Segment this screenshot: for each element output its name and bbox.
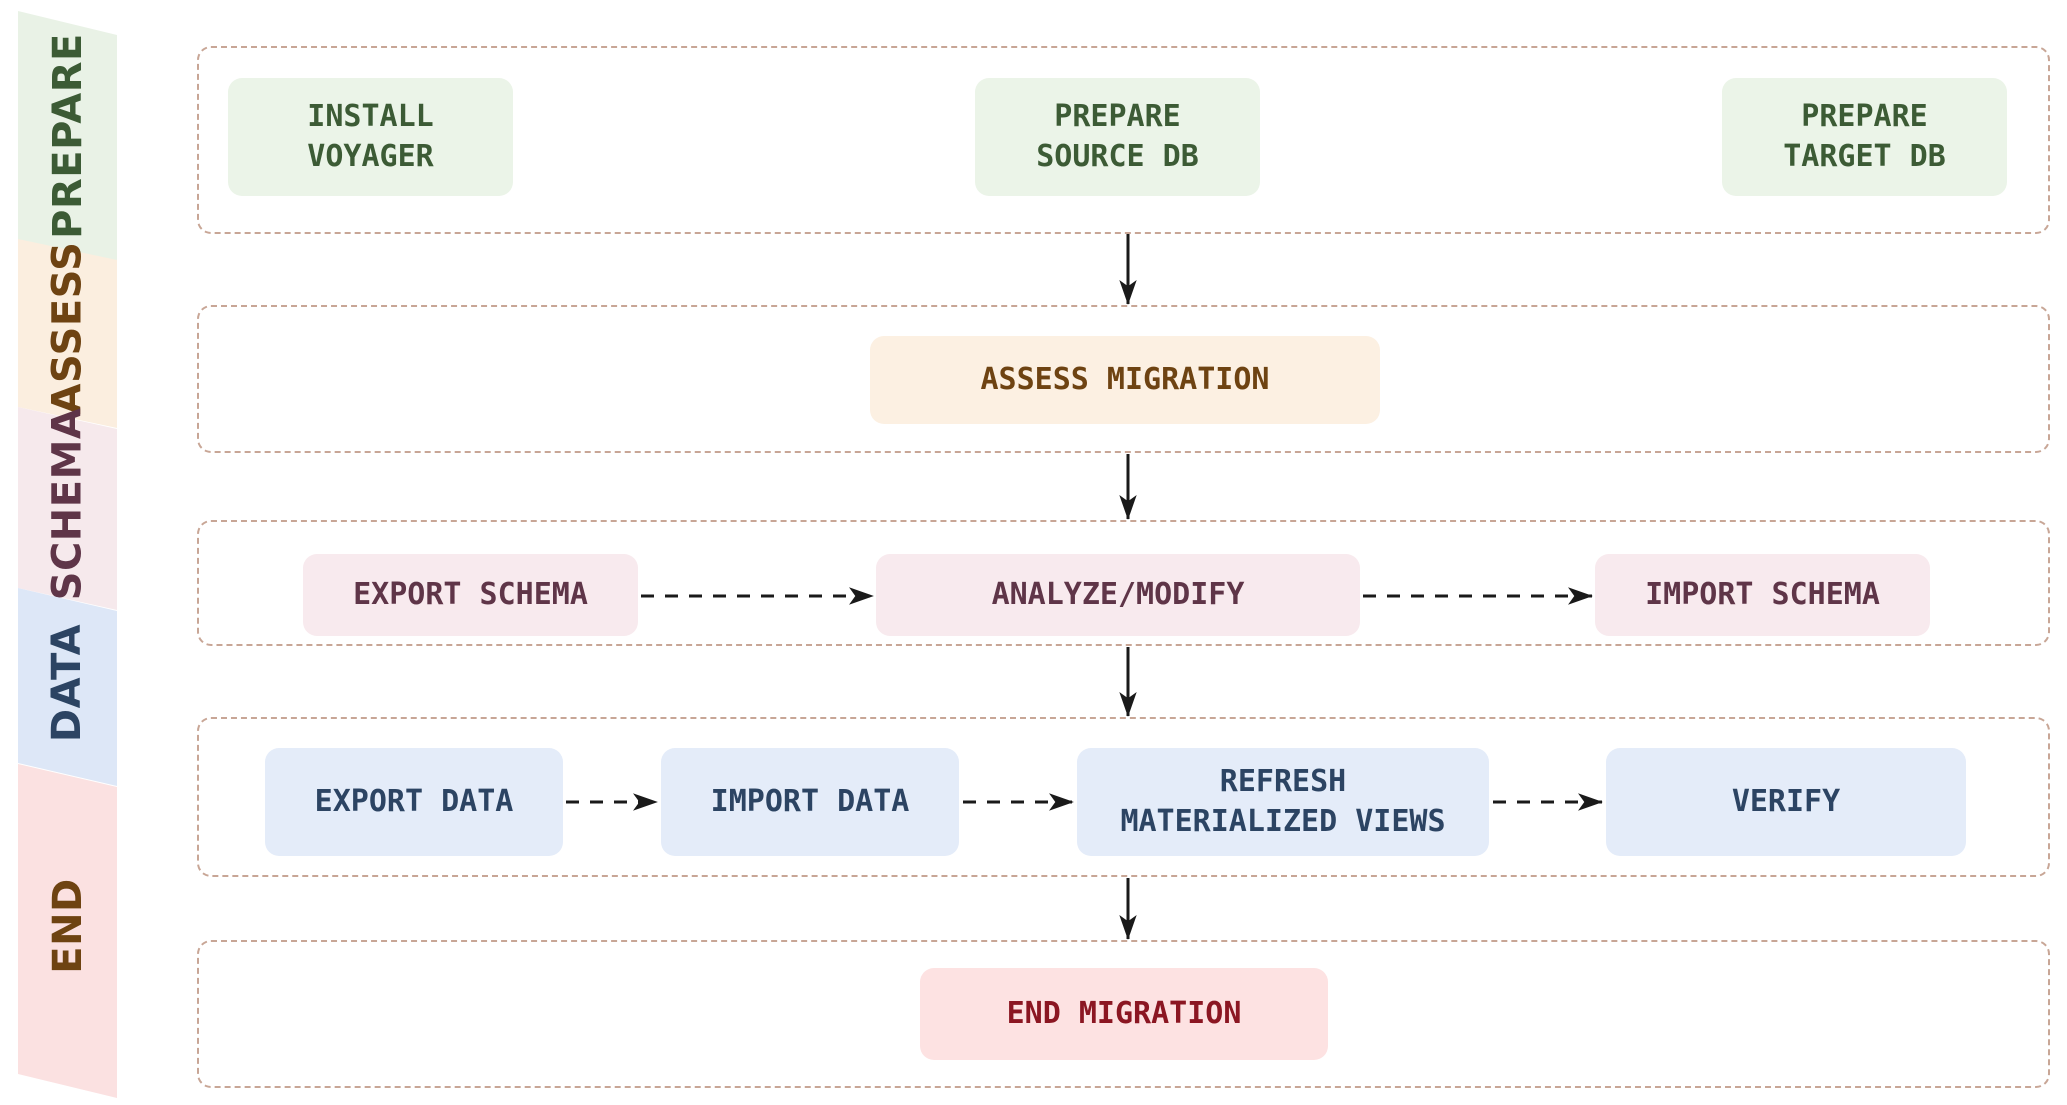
step-box-import-schema[interactable]: IMPORT SCHEMA — [1595, 554, 1930, 636]
end-band-shape — [18, 764, 117, 1098]
phase-band-data[interactable]: DATA — [0, 586, 160, 786]
phase-band-prepare[interactable]: PREPARE — [0, 0, 160, 280]
prepare-band-shape — [18, 11, 117, 280]
phase-row-prepare — [197, 46, 2050, 234]
phase-row-end — [197, 940, 2050, 1088]
step-box-analyze-modify[interactable]: ANALYZE/MODIFY — [876, 554, 1360, 636]
step-box-prepare-target-db[interactable]: PREPARE TARGET DB — [1722, 78, 2007, 196]
step-box-install-voyager[interactable]: INSTALL VOYAGER — [228, 78, 513, 196]
phase-band-end[interactable]: END — [0, 762, 160, 1102]
step-box-prepare-source-db[interactable]: PREPARE SOURCE DB — [975, 78, 1260, 196]
step-box-assess-migration[interactable]: ASSESS MIGRATION — [870, 336, 1380, 424]
assess-band-shape — [18, 239, 117, 428]
step-box-export-data[interactable]: EXPORT DATA — [265, 748, 563, 856]
schema-band-shape — [18, 407, 117, 610]
step-box-verify[interactable]: VERIFY — [1606, 748, 1966, 856]
phase-row-schema — [197, 520, 2050, 646]
phase-row-assess — [197, 305, 2050, 453]
step-box-import-data[interactable]: IMPORT DATA — [661, 748, 959, 856]
phase-rail: PREPARE ASSESS SCHEMA — [0, 0, 160, 1105]
step-box-refresh-materialized-views[interactable]: REFRESH MATERIALIZED VIEWS — [1077, 748, 1489, 856]
phase-band-assess[interactable]: ASSESS — [0, 238, 160, 428]
step-box-end-migration[interactable]: END MIGRATION — [920, 968, 1328, 1060]
data-band-shape — [18, 588, 117, 786]
phase-band-schema[interactable]: SCHEMA — [0, 405, 160, 610]
phase-row-data — [197, 717, 2050, 877]
step-box-export-schema[interactable]: EXPORT SCHEMA — [303, 554, 638, 636]
